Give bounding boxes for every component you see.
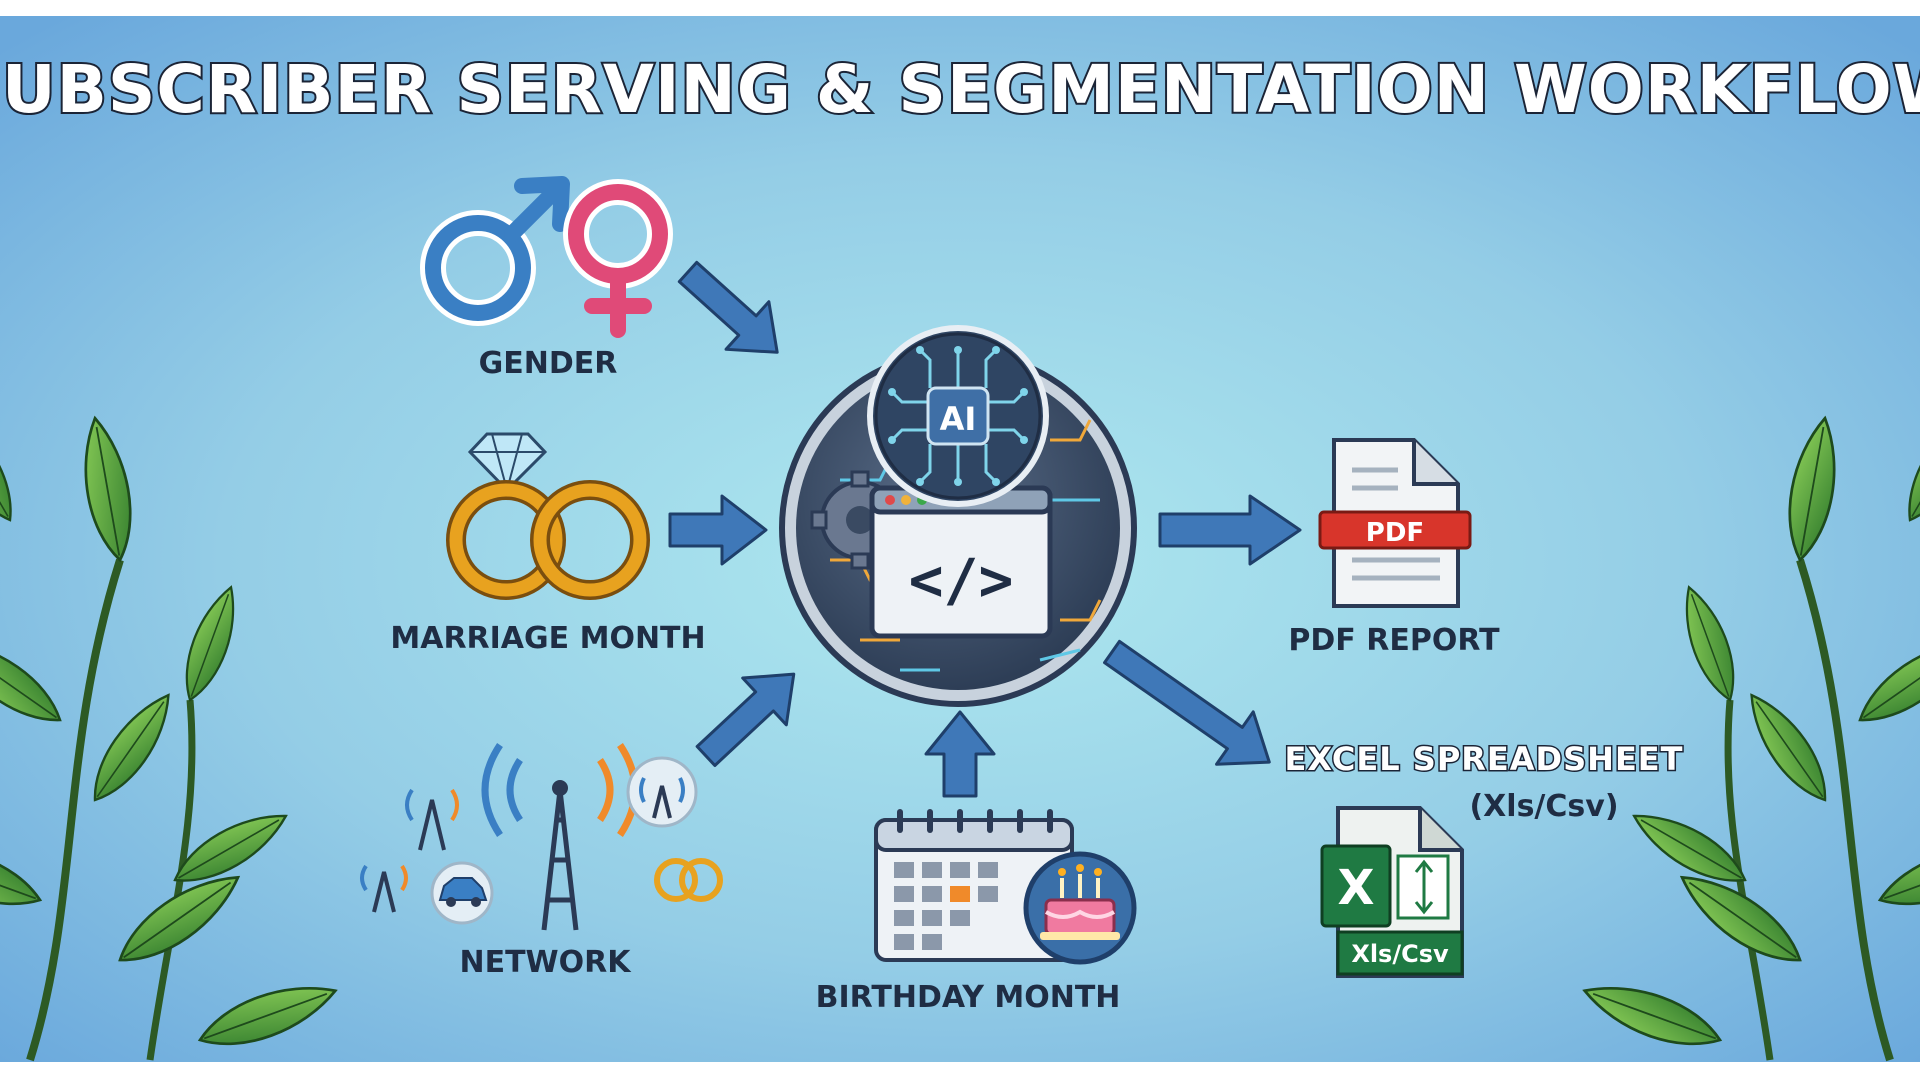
plant-leaves-icon — [1576, 398, 1920, 1062]
ai-label: AI — [940, 400, 977, 438]
processing-hub: </> AI — [779, 325, 1137, 707]
excel-spreadsheet-label: EXCEL SPREADSHEET — [1285, 740, 1684, 778]
excel-file-icon: X Xls/Csv — [1320, 806, 1464, 978]
marriage-month-node: MARRIAGE MONTH — [390, 432, 706, 656]
excel-spreadsheet-node: EXCEL SPREADSHEET (Xls/Csv) X Xls/Csv — [1283, 739, 1684, 978]
plant-leaves-icon — [0, 398, 344, 1062]
arrow-hub-to-excel — [1103, 639, 1271, 766]
network-node: NETWORK — [360, 743, 723, 980]
gender-label: GENDER — [479, 346, 618, 381]
birthday-month-node: BIRTHDAY MONTH — [816, 809, 1137, 1015]
gender-node: GENDER — [420, 176, 673, 381]
arrow-hub-to-pdf — [1158, 494, 1302, 566]
calendar-icon — [874, 809, 1074, 962]
excel-badge: Xls/Csv — [1351, 940, 1449, 968]
arrow-gender-to-hub — [677, 260, 779, 354]
excel-format-label: (Xls/Csv) — [1469, 789, 1618, 824]
radio-tower-icon — [360, 788, 459, 913]
arrow-birthday-to-hub — [924, 710, 996, 798]
page-title: SUBSCRIBER SERVING & SEGMENTATION WORKFL… — [0, 51, 1920, 128]
birthday-cake-icon — [1023, 851, 1137, 965]
network-label: NETWORK — [459, 945, 632, 980]
arrow-marriage-to-hub — [668, 494, 768, 566]
ai-chip-icon: AI — [867, 325, 1049, 507]
female-symbol-icon — [563, 179, 673, 338]
wedding-rings-icon — [654, 858, 723, 902]
male-symbol-icon — [420, 176, 570, 326]
pdf-report-label: PDF REPORT — [1288, 623, 1500, 658]
code-symbol: </> — [909, 546, 1014, 614]
birthday-month-label: BIRTHDAY MONTH — [816, 980, 1121, 1015]
pdf-badge: PDF — [1366, 518, 1424, 548]
code-window-icon: </> — [869, 485, 1053, 639]
marriage-month-label: MARRIAGE MONTH — [390, 621, 705, 656]
wedding-rings-icon — [446, 480, 650, 600]
car-icon — [430, 861, 494, 925]
pdf-file-icon: PDF — [1318, 438, 1472, 608]
arrow-network-to-hub — [695, 672, 796, 768]
pdf-report-node: PDF PDF REPORT — [1288, 438, 1500, 658]
excel-letter: X — [1337, 860, 1374, 916]
radio-tower-icon — [626, 756, 698, 828]
